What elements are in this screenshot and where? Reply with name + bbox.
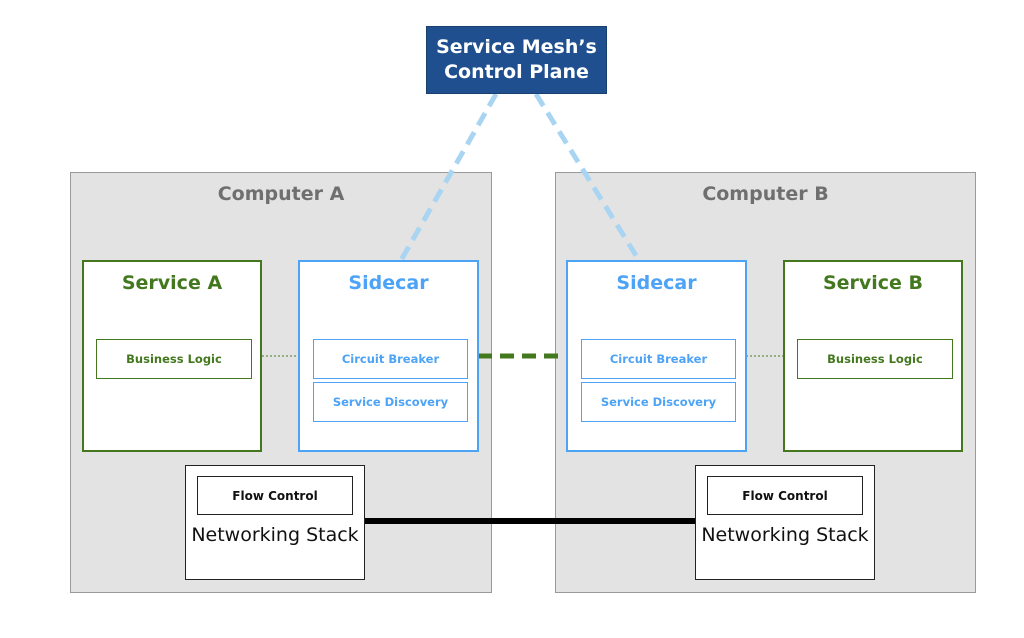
networking-stack-b: Flow Control Networking Stack: [695, 465, 875, 580]
sidecar-a-title: Sidecar: [348, 272, 429, 294]
computer-a-title: Computer A: [217, 183, 345, 205]
service-a-title: Service A: [121, 272, 223, 294]
computer-b-title: Computer B: [702, 183, 829, 205]
service-discovery-a: Service Discovery: [313, 382, 468, 422]
service-a-box: Service A Business Logic: [82, 260, 262, 452]
service-discovery-b: Service Discovery: [581, 382, 736, 422]
networking-stack-a: Flow Control Networking Stack: [185, 465, 365, 580]
business-logic-b: Business Logic: [797, 339, 953, 379]
flow-control-b: Flow Control: [707, 476, 863, 515]
control-plane-label: Service Mesh’s Control Plane: [436, 36, 597, 83]
circuit-breaker-b: Circuit Breaker: [581, 339, 736, 379]
networking-stack-a-label: Networking Stack: [191, 524, 359, 546]
flow-control-a: Flow Control: [197, 476, 353, 515]
networking-stack-b-label: Networking Stack: [701, 524, 869, 546]
control-plane-box: Service Mesh’s Control Plane: [426, 26, 607, 94]
sidecar-b-box: Sidecar Circuit Breaker Service Discover…: [566, 260, 747, 452]
circuit-breaker-a: Circuit Breaker: [313, 339, 468, 379]
sidecar-a-box: Sidecar Circuit Breaker Service Discover…: [298, 260, 479, 452]
service-b-title: Service B: [822, 272, 924, 294]
service-b-box: Service B Business Logic: [783, 260, 963, 452]
sidecar-b-title: Sidecar: [616, 272, 697, 294]
business-logic-a: Business Logic: [96, 339, 252, 379]
